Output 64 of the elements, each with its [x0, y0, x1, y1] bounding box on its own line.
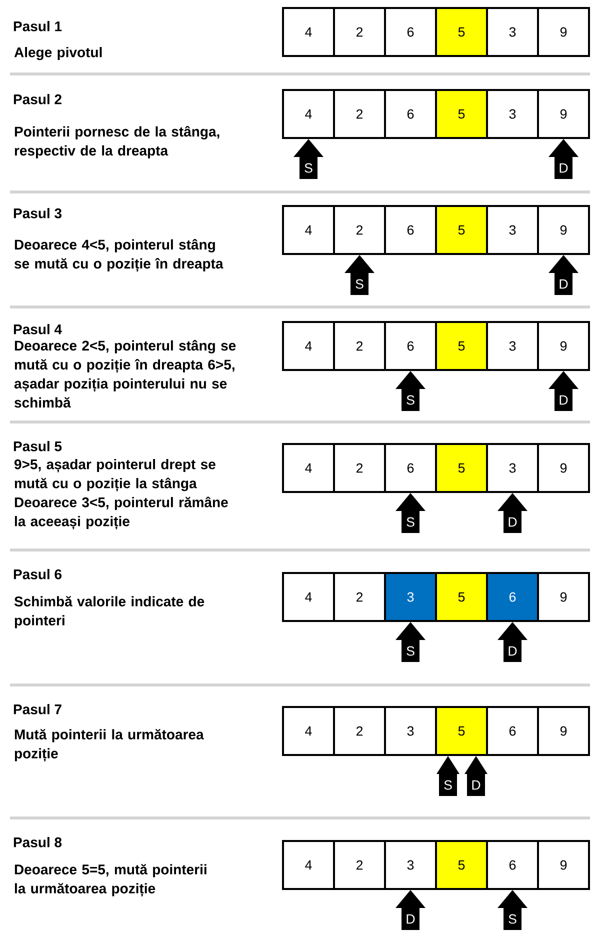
array-cell: 9	[537, 572, 590, 622]
step-title: Pasul 6	[14, 569, 62, 580]
array-cell: 3	[486, 205, 539, 255]
array-cell: 5	[435, 7, 488, 57]
array-cell: 3	[486, 89, 539, 139]
array-cell: 4	[282, 321, 335, 371]
array-cell: 2	[333, 205, 386, 255]
array-cell: 9	[537, 7, 590, 57]
step-description: Deoarece 2<5, pointerul stâng se mută cu o poziție în dreapta 6>5, așadar poziția pointerului nu se schimbă	[14, 340, 236, 408]
step-title: Pasul 8	[14, 837, 62, 848]
array-cell: 3	[486, 443, 539, 493]
array-cell: 3	[486, 7, 539, 57]
array-cell: 2	[333, 89, 386, 139]
array-cell: 4	[282, 89, 335, 139]
array-cell: 3	[384, 706, 437, 756]
array-cell: 9	[537, 321, 590, 371]
array-cell: 6	[384, 205, 437, 255]
array-cell: 5	[435, 205, 488, 255]
array-cell: 9	[537, 706, 590, 756]
array-cell: 4	[282, 840, 335, 890]
array-cell: 6	[384, 443, 437, 493]
array-cell: 3	[384, 840, 437, 890]
array-cell: 6	[486, 840, 539, 890]
array-cell: 4	[282, 7, 335, 57]
array-cell: 4	[282, 706, 335, 756]
step-title: Pasul 5	[14, 441, 62, 452]
step-title: Pasul 1	[14, 21, 62, 32]
array-cell: 9	[537, 205, 590, 255]
array-cell: 2	[333, 7, 386, 57]
array-cell: 9	[537, 89, 590, 139]
step-title: Pasul 3	[14, 208, 62, 218]
array-cell: 4	[282, 443, 335, 493]
array-cell: 5	[435, 706, 488, 756]
array-cell: 5	[435, 840, 488, 890]
step-description: Alege pivotul	[14, 47, 102, 60]
step-title: Pasul 7	[14, 704, 62, 714]
array-cell: 6	[486, 572, 539, 622]
array-cell: 2	[333, 443, 386, 493]
array-cell: 5	[435, 443, 488, 493]
array-cell: 2	[333, 321, 386, 371]
step-title: Pasul 4	[14, 324, 62, 334]
step-description: Schimbă valorile indicate de pointeri	[14, 596, 204, 628]
array-cell: 5	[435, 572, 488, 622]
array-cell: 3	[486, 321, 539, 371]
array-cell: 6	[486, 706, 539, 756]
array-cell: 9	[537, 840, 590, 890]
array-cell: 5	[435, 321, 488, 371]
array-cell: 4	[282, 205, 335, 255]
array-cell: 5	[435, 89, 488, 139]
array-cell: 2	[333, 840, 386, 890]
array-cell: 2	[333, 706, 386, 756]
array-cell: 4	[282, 572, 335, 622]
array-cell: 6	[384, 89, 437, 139]
array-cell: 6	[384, 321, 437, 371]
step-title: Pasul 2	[14, 94, 62, 104]
array-cell: 9	[537, 443, 590, 493]
step-description: Deoarece 4<5, pointerul stâng se mută cu o poziție în dreapta	[14, 239, 224, 272]
array-cell: 3	[384, 572, 437, 622]
step-description: 9>5, așadar pointerul drept se mută cu o poziție la stânga Deoarece 3<5, pointerul rămâne la aceeași poziție	[14, 459, 228, 530]
step-description: Pointerii pornesc de la stânga, respectiv de la dreapta	[14, 126, 220, 158]
array-cell: 2	[333, 572, 386, 622]
step-description: Mută pointerii la următoarea poziție	[14, 729, 204, 762]
step-description: Deoarece 5=5, mută pointerii la următoarea poziție	[14, 864, 206, 897]
array-cell: 6	[384, 7, 437, 57]
